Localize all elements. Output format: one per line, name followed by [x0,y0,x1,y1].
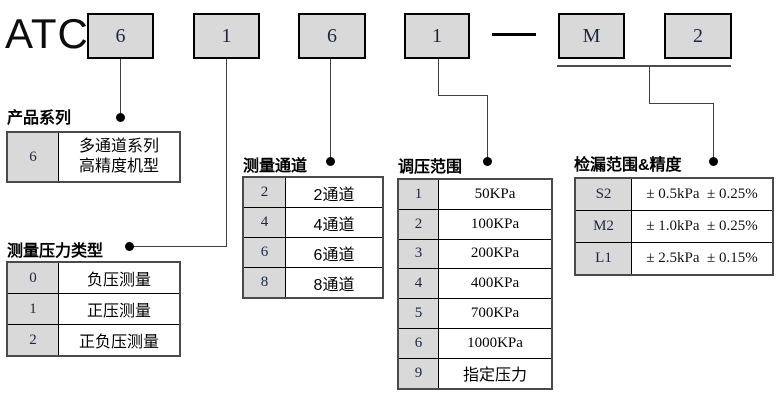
connector-line-pressure-range-h [438,95,488,96]
pressure-range-code: 2 [397,208,439,240]
pressure-range-desc: 1000KPa [438,327,553,359]
code-box-series: 6 [87,13,154,59]
pressure-range-code: 4 [397,268,439,300]
leak-range-table: S2 ± 0.5kPa ± 0.25% M2 ± 1.0kPa ± 0.25% … [574,177,774,276]
section-title-pressure-range: 调压范围 [398,159,463,176]
table-row: 1 50KPa [397,178,553,210]
channels-desc: 8通道 [285,267,384,299]
brand-label: ATC [5,10,89,57]
pressure-type-desc: 正压测量 [58,293,181,325]
leak-range-desc: ± 2.5kPa ± 0.15% [631,242,774,276]
channels-code: 2 [242,176,286,208]
series-desc-line2: 高精度机型 [78,158,159,175]
channels-code: 6 [242,237,286,268]
leak-range-code: L1 [574,242,632,276]
table-row: L1 ± 2.5kPa ± 0.15% [574,242,774,276]
table-row: 9 指定压力 [397,357,553,390]
channels-desc: 6通道 [285,237,384,268]
table-row: 6 1000KPa [397,327,553,359]
table-row: S2 ± 0.5kPa ± 0.25% [574,177,774,211]
channels-desc: 2通道 [285,176,384,208]
code-box-pressure-type: 1 [193,13,260,59]
code-box-leak-digit: 2 [664,13,732,59]
code-box-pressure-range: 1 [404,13,470,59]
pressure-range-desc: 指定压力 [438,357,553,390]
leak-range-desc: ± 0.5kPa ± 0.25% [631,177,774,211]
dash-separator [492,33,536,36]
connector-line-pressure-range-v2 [487,95,488,160]
connector-dot-leak [709,157,718,166]
channels-code: 4 [242,207,286,238]
connector-line-series [120,59,121,117]
table-row: 1 正压测量 [6,293,181,325]
table-row: 6 6通道 [242,237,384,268]
connector-line-pressure-type-v [226,59,227,247]
pressure-type-code: 0 [6,261,59,294]
connector-dot-pressure-type [125,242,134,251]
series-code: 6 [6,131,59,183]
connector-line-channels [330,59,331,160]
channels-desc: 4通道 [285,207,384,238]
connector-line-leak-v2 [713,103,714,160]
connector-dot-pressure-range [483,157,492,166]
connector-line-pressure-type-h [131,246,227,247]
section-title-channels: 测量通道 [243,158,308,175]
table-row: 8 8通道 [242,267,384,299]
series-table: 6 多通道系列 高精度机型 [6,131,181,183]
pressure-type-table: 0 负压测量 1 正压测量 2 正负压测量 [6,261,181,357]
table-row: 2 2通道 [242,176,384,208]
connector-line-pressure-range-v1 [438,59,439,96]
leak-range-code: M2 [574,210,632,243]
section-title-pressure-type: 测量压力类型 [7,243,104,260]
pressure-range-desc: 50KPa [438,178,553,210]
code-box-channels: 6 [298,13,366,59]
section-title-leak-range: 检漏范围&精度 [574,157,682,174]
table-row: 5 700KPa [397,298,553,329]
code-box-leak-letter: M [558,13,625,59]
table-row: 4 400KPa [397,268,553,300]
connector-dot-series [116,113,125,122]
pressure-type-desc: 正负压测量 [58,324,181,357]
section-title-series: 产品系列 [7,110,72,127]
pressure-range-desc: 400KPa [438,268,553,300]
pressure-range-code: 1 [397,178,439,210]
table-row: 3 200KPa [397,238,553,270]
leak-group-underline [557,65,731,67]
table-row: M2 ± 1.0kPa ± 0.25% [574,210,774,243]
pressure-range-code: 5 [397,298,439,329]
connector-line-leak-v1 [649,67,650,104]
pressure-range-desc: 100KPa [438,208,553,240]
pressure-range-table: 1 50KPa 2 100KPa 3 200KPa 4 400KPa 5 700… [397,178,553,390]
table-row: 0 负压测量 [6,261,181,294]
channels-table: 2 2通道 4 4通道 6 6通道 8 8通道 [242,176,384,299]
series-desc-line1: 多通道系列 [78,138,159,155]
series-desc: 多通道系列 高精度机型 [58,131,181,183]
channels-code: 8 [242,267,286,299]
pressure-range-code: 6 [397,327,439,359]
pressure-range-code: 3 [397,238,439,270]
pressure-range-code: 9 [397,357,439,390]
pressure-type-code: 2 [6,324,59,357]
connector-line-leak-h [649,103,714,104]
pressure-range-desc: 700KPa [438,298,553,329]
pressure-type-code: 1 [6,293,59,325]
table-row: 4 4通道 [242,207,384,238]
table-row: 6 多通道系列 高精度机型 [6,131,181,183]
table-row: 2 正负压测量 [6,324,181,357]
table-row: 2 100KPa [397,208,553,240]
leak-range-code: S2 [574,177,632,211]
pressure-type-desc: 负压测量 [58,261,181,294]
connector-dot-channels [326,157,335,166]
leak-range-desc: ± 1.0kPa ± 0.25% [631,210,774,243]
pressure-range-desc: 200KPa [438,238,553,270]
